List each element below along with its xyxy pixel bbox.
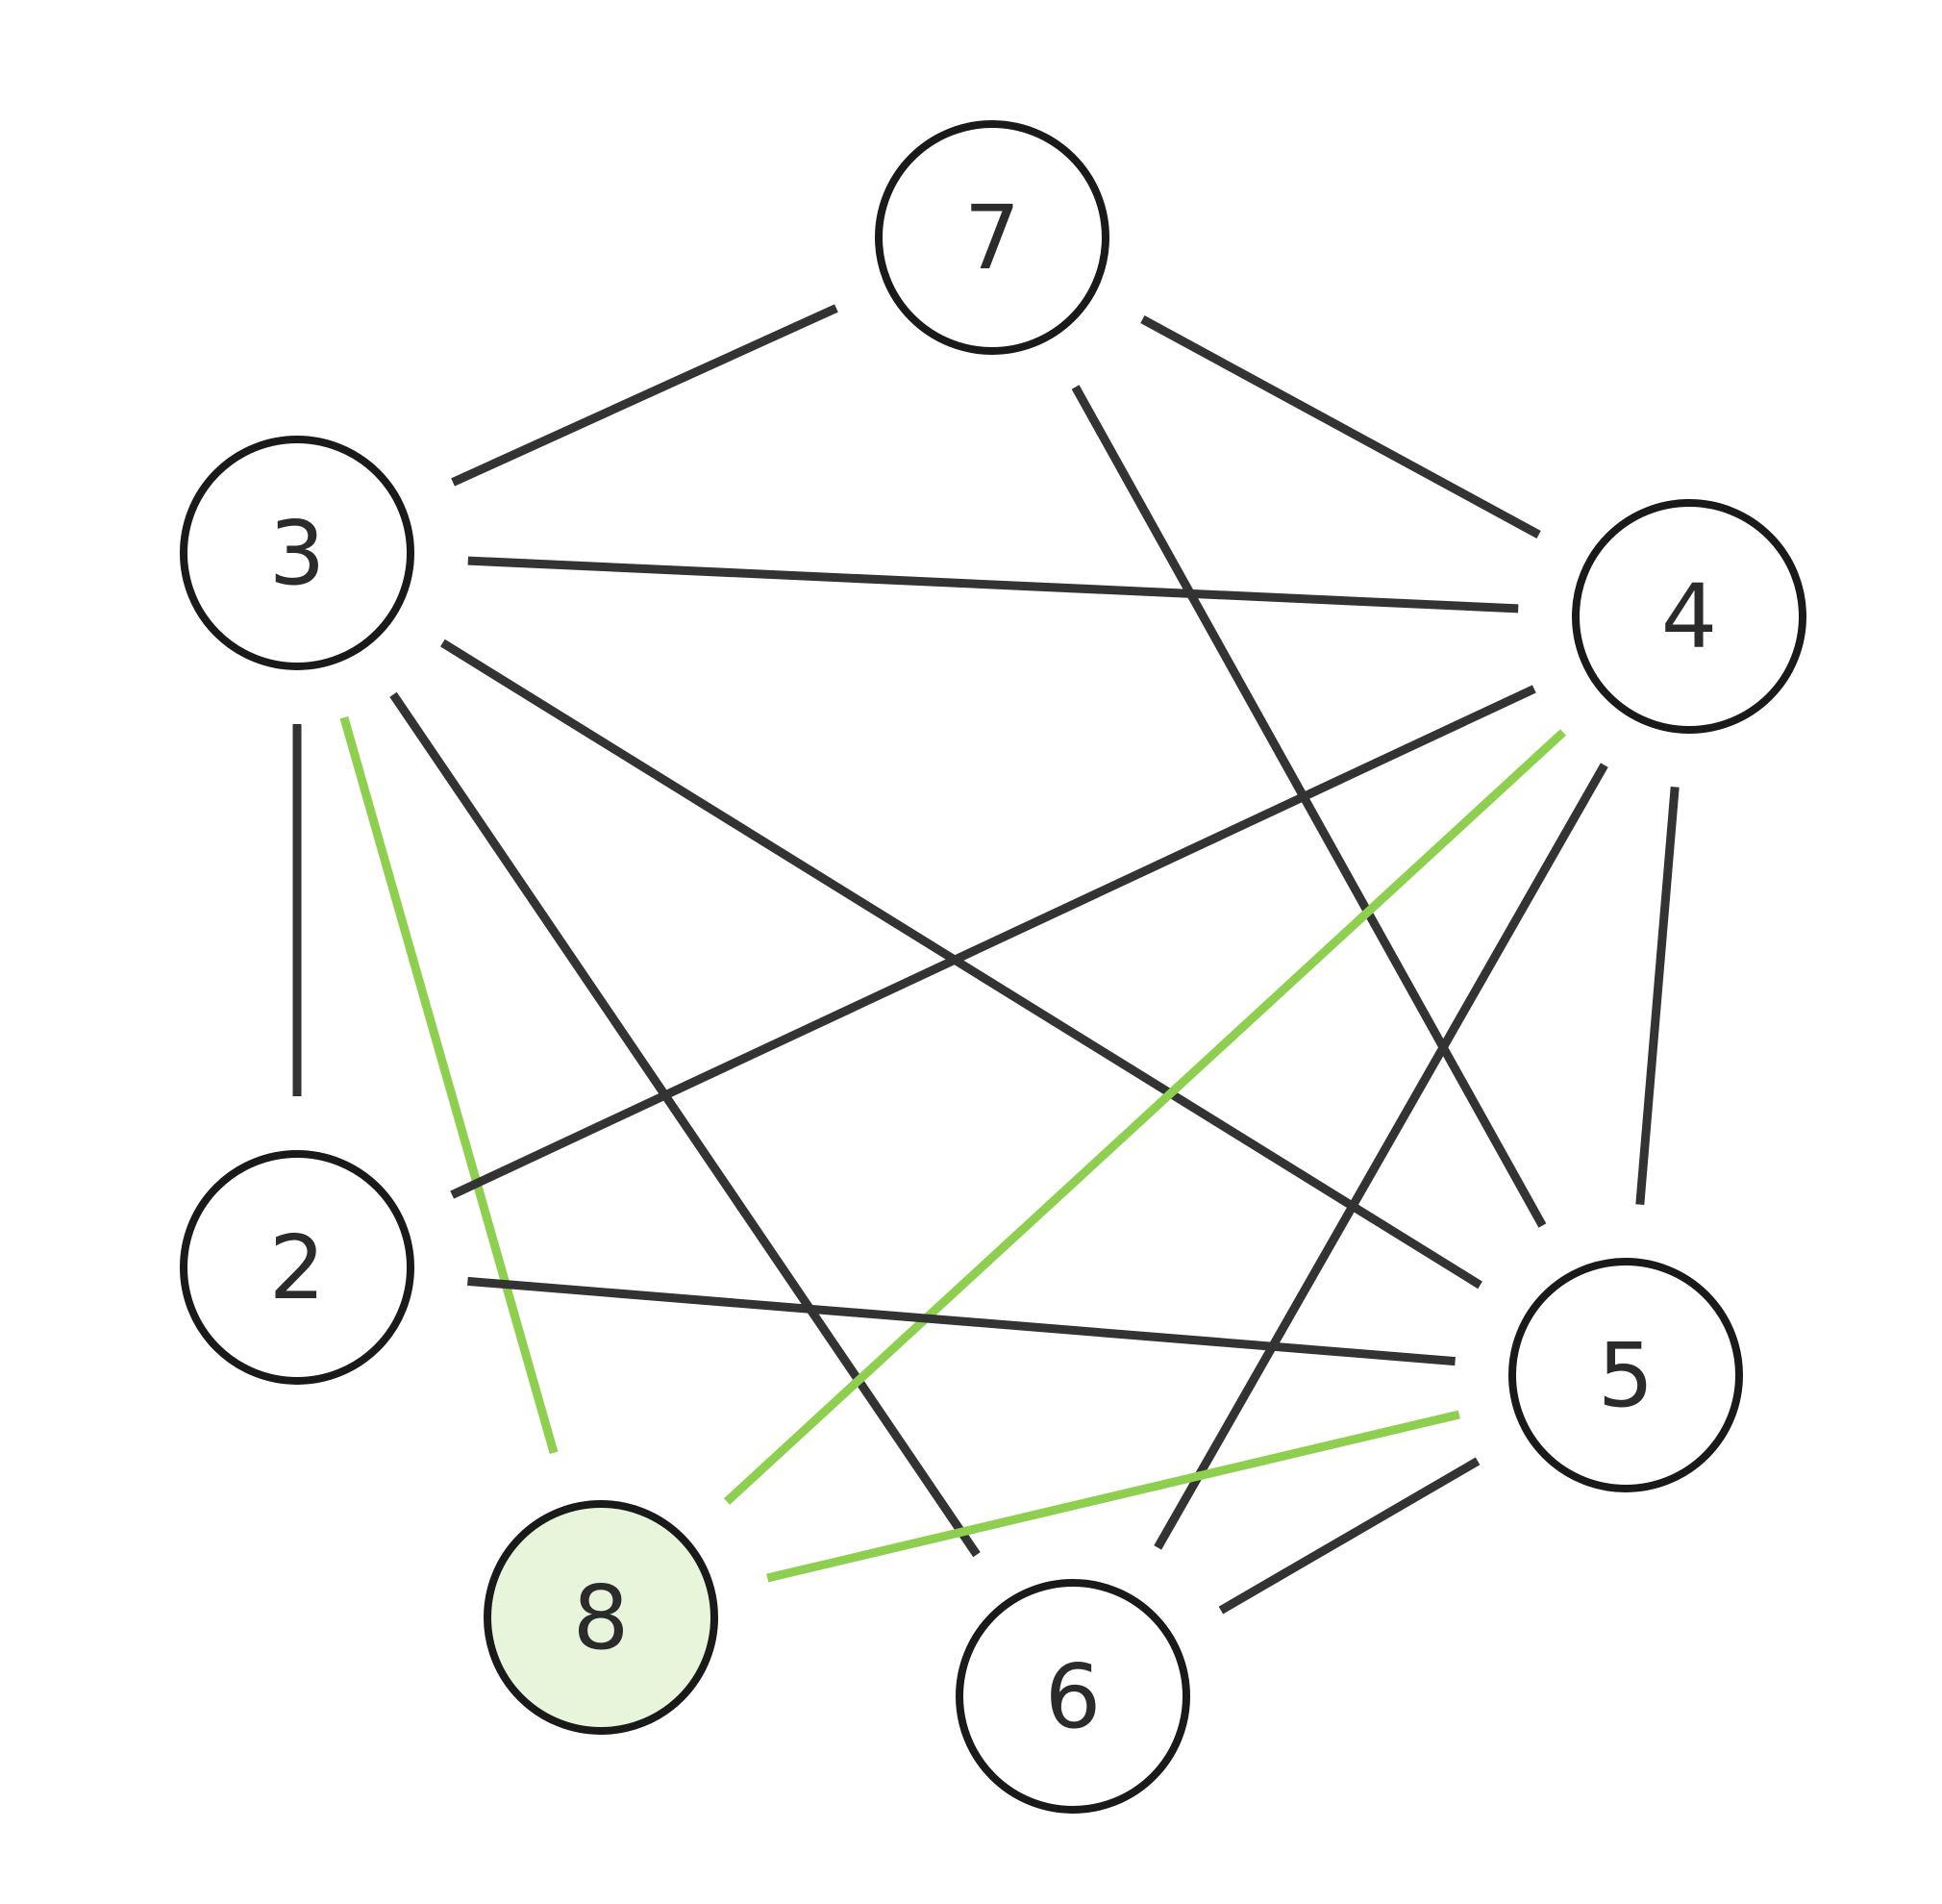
node-8: 8 xyxy=(484,1500,718,1735)
edge-4-2 xyxy=(450,685,1536,1199)
node-label-7: 7 xyxy=(964,187,1021,289)
edge-5-6 xyxy=(1218,1457,1481,1615)
edge-7-4 xyxy=(1140,315,1541,539)
node-label-2: 2 xyxy=(269,1216,326,1319)
node-circle-3 xyxy=(180,436,414,670)
node-label-5: 5 xyxy=(1598,1324,1655,1427)
node-7: 7 xyxy=(875,120,1109,355)
edges-layer xyxy=(292,304,1680,1615)
node-circle-7 xyxy=(875,120,1109,355)
node-circle-4 xyxy=(1572,499,1806,734)
edge-3-4 xyxy=(467,556,1519,614)
node-circle-6 xyxy=(956,1579,1190,1814)
edge-5-8 xyxy=(766,1410,1460,1583)
node-2: 2 xyxy=(180,1150,414,1385)
node-circle-8 xyxy=(484,1500,718,1735)
edge-4-8 xyxy=(723,729,1567,1505)
edge-3-6 xyxy=(389,691,981,1558)
node-label-8: 8 xyxy=(573,1566,630,1669)
edge-4-6 xyxy=(1154,763,1608,1550)
node-label-3: 3 xyxy=(269,502,326,605)
edge-4-5 xyxy=(1635,787,1680,1205)
node-label-4: 4 xyxy=(1661,565,1718,668)
node-circle-5 xyxy=(1508,1258,1743,1492)
edge-7-5 xyxy=(1071,385,1547,1228)
edge-2-5 xyxy=(467,1276,1456,1366)
node-3: 3 xyxy=(180,436,414,670)
edge-7-3 xyxy=(451,304,838,487)
edge-3-5 xyxy=(440,639,1482,1290)
node-4: 4 xyxy=(1572,499,1806,734)
node-6: 6 xyxy=(956,1579,1190,1814)
node-label-6: 6 xyxy=(1045,1645,1102,1748)
nodes-layer: 7 3 4 2 5 8 6 xyxy=(180,120,1806,1814)
node-circle-2 xyxy=(180,1150,414,1385)
edge-3-8 xyxy=(339,715,559,1455)
node-5: 5 xyxy=(1508,1258,1743,1492)
